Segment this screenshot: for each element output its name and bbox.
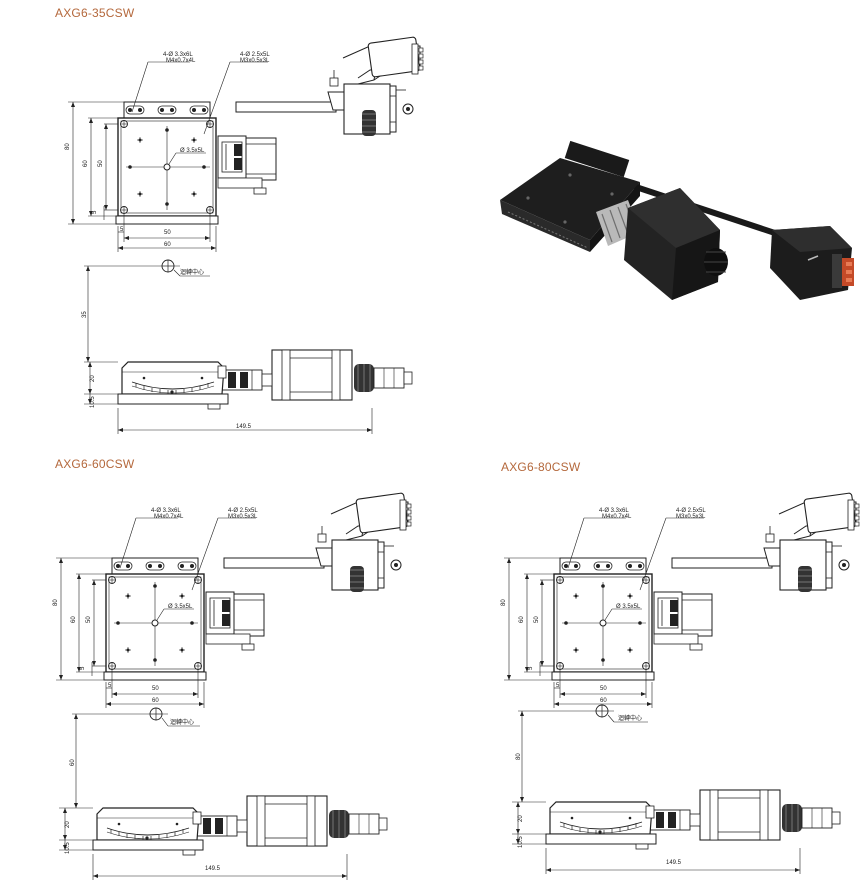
hole-spec-label: 4-Ø 3.3x6L: [163, 52, 193, 58]
dim-5: 5: [108, 683, 112, 689]
dim-10-5: 10.5: [90, 396, 96, 408]
dim-rotation-height: 80: [516, 753, 522, 760]
thread-spec-label: M4x0.7x4L: [166, 58, 196, 64]
dim-149-5: 149.5: [236, 424, 252, 430]
dim-20: 20: [518, 815, 524, 822]
dim-50: 50: [600, 686, 607, 692]
drawing-axg6-80csw: 4-Ø 3.3x6L M4x0.7x4L 4-Ø 2.5x5L M3x0.5x3…: [501, 492, 860, 875]
dim-50: 50: [86, 616, 92, 623]
dim-80: 80: [65, 143, 71, 150]
rotation-center-label: 迴轉中心: [180, 268, 204, 276]
dim-10-5: 10.5: [65, 842, 71, 854]
center-hole-label: Ø 3.5x5L: [180, 148, 205, 154]
dim-5: 5: [80, 666, 86, 670]
dim-60: 60: [83, 160, 89, 167]
dim-50: 50: [98, 160, 104, 167]
dim-149-5: 149.5: [205, 866, 221, 872]
hole-spec-label: 4-Ø 2.5x5L: [676, 508, 706, 514]
dim-60: 60: [71, 616, 77, 623]
dim-rotation-height: 60: [70, 759, 76, 766]
dim-60: 60: [600, 698, 607, 704]
dim-80: 80: [53, 599, 59, 606]
product-photo: [500, 140, 854, 300]
hole-spec-label: 4-Ø 2.5x5L: [228, 508, 258, 514]
thread-spec-label: M3x0.5x3L: [240, 58, 270, 64]
hole-spec-label: 4-Ø 3.3x6L: [599, 508, 629, 514]
rotation-center-label: 迴轉中心: [618, 714, 642, 722]
center-hole-label: Ø 3.5x5L: [616, 604, 641, 610]
thread-spec-label: M4x0.7x4L: [602, 514, 632, 520]
thread-spec-label: M3x0.5x3L: [676, 514, 706, 520]
drawing-axg6-35csw: 4-Ø 3.3x6L M4x0.7x4L 4-Ø 2.5x5L M3x0.5x3…: [65, 36, 424, 435]
hole-spec-label: 4-Ø 2.5x5L: [240, 52, 270, 58]
drawing-title-axg6-35csw: AXG6-35CSW: [55, 6, 135, 20]
dim-rotation-height: 35: [82, 311, 88, 318]
dim-149-5: 149.5: [666, 860, 682, 866]
dim-60: 60: [164, 242, 171, 248]
dim-5: 5: [528, 666, 534, 670]
dim-60: 60: [519, 616, 525, 623]
drawing-title-axg6-60csw: AXG6-60CSW: [55, 457, 135, 471]
center-hole-label: Ø 3.5x5L: [168, 604, 193, 610]
dim-50: 50: [534, 616, 540, 623]
dim-20: 20: [90, 375, 96, 382]
dim-5: 5: [556, 683, 560, 689]
dim-10-5: 10.5: [518, 836, 524, 848]
dim-50: 50: [152, 686, 159, 692]
drawing-axg6-60csw: 4-Ø 3.3x6L M4x0.7x4L 4-Ø 2.5x5L M3x0.5x3…: [53, 492, 412, 881]
dim-5: 5: [92, 210, 98, 214]
dim-60: 60: [152, 698, 159, 704]
thread-spec-label: M4x0.7x4L: [154, 514, 184, 520]
dim-20: 20: [65, 821, 71, 828]
dim-80: 80: [501, 599, 507, 606]
dim-50: 50: [164, 230, 171, 236]
thread-spec-label: M3x0.5x3L: [228, 514, 258, 520]
hole-spec-label: 4-Ø 3.3x6L: [151, 508, 181, 514]
rotation-center-label: 迴轉中心: [170, 718, 194, 726]
drawing-title-axg6-80csw: AXG6-80CSW: [501, 460, 581, 474]
dim-5: 5: [120, 227, 124, 233]
